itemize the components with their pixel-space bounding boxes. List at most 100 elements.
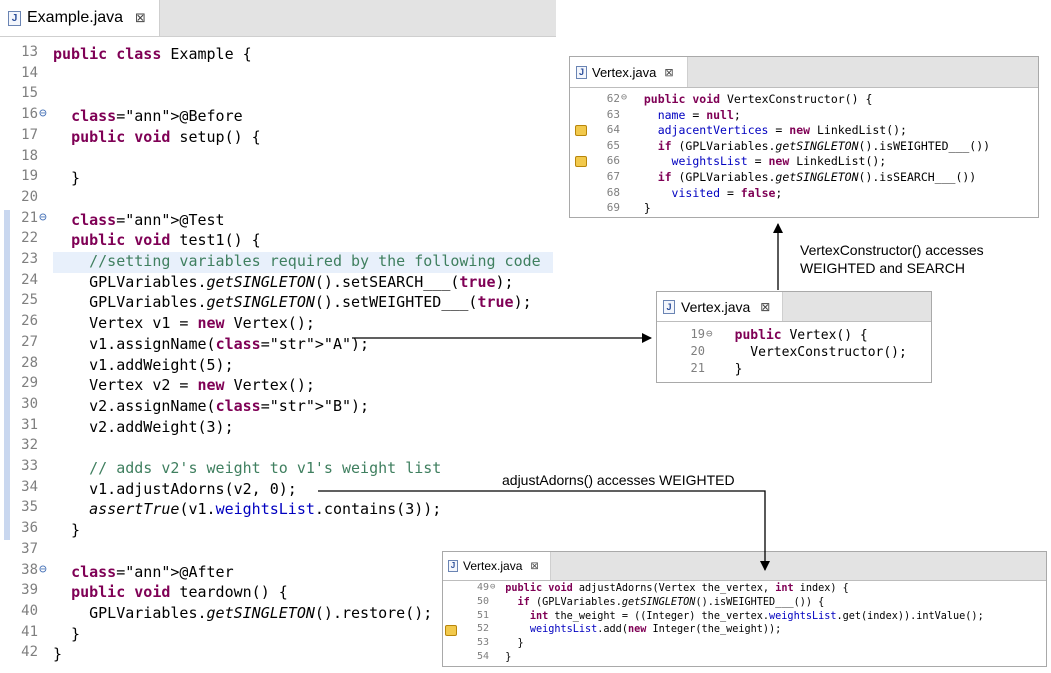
- code-line: v1.adjustAdorns(v2, 0);: [53, 479, 297, 498]
- line-number: 21: [21, 209, 38, 226]
- java-file-icon: J: [8, 10, 21, 26]
- line-number: 53: [476, 637, 489, 649]
- close-icon[interactable]: ⊠: [664, 65, 674, 79]
- line-number: 32: [21, 437, 38, 454]
- tab-label: Example.java: [27, 9, 124, 26]
- line-number: 22: [21, 230, 38, 247]
- line-number: 21: [690, 361, 705, 375]
- code-line: //setting variables required by the foll…: [53, 252, 541, 270]
- line-number: 24: [21, 271, 38, 288]
- line-number: 52: [476, 623, 489, 635]
- line-number: 37: [21, 540, 38, 557]
- code-line: v2.addWeight(3);: [53, 417, 234, 436]
- fold-toggle-icon[interactable]: ⊖: [621, 92, 628, 103]
- java-file-icon: J: [663, 299, 675, 314]
- warning-icon[interactable]: [575, 156, 587, 168]
- line-number: 68: [606, 185, 620, 199]
- popup-tabbar: J Vertex.java ⊠: [570, 57, 1038, 88]
- popup-tabbar: J Vertex.java ⊠: [657, 292, 931, 322]
- code-line: }: [719, 362, 743, 377]
- warning-icon[interactable]: [575, 125, 587, 137]
- code-line: Vertex v2 = new Vertex();: [53, 376, 315, 395]
- line-number: 20: [690, 344, 705, 358]
- tab-label: Vertex.java: [681, 298, 751, 315]
- code-line: }: [53, 645, 63, 664]
- code-line: weightsList = new LinkedList();: [671, 154, 887, 169]
- line-number: 42: [21, 644, 38, 661]
- line-number: 16: [21, 106, 38, 123]
- fold-toggle-icon[interactable]: ⊖: [706, 327, 713, 340]
- code-line: public void teardown() {: [71, 583, 288, 602]
- code-line: GPLVariables.getSINGLETON().setWEIGHTED_…: [53, 293, 532, 312]
- fold-toggle-icon[interactable]: ⊖: [39, 561, 47, 577]
- code-line: if (GPLVariables.getSINGLETON().isWEIGHT…: [657, 138, 991, 153]
- code-line: class="ann">@After: [71, 562, 234, 581]
- code-line: public Vertex() {: [734, 328, 868, 343]
- line-number: 66: [606, 154, 620, 168]
- code-line: }: [53, 521, 81, 540]
- line-number: 35: [21, 499, 38, 516]
- line-number: 31: [21, 416, 38, 433]
- code-line: v1.addWeight(5);: [53, 355, 234, 374]
- code-line: }: [493, 638, 524, 650]
- code-line: }: [53, 624, 81, 643]
- line-number: 18: [21, 147, 38, 164]
- code-line: }: [53, 169, 81, 188]
- adjust-note: adjustAdorns() accesses WEIGHTED: [502, 472, 735, 488]
- code-line: v1.assignName(class="str">"A");: [53, 334, 370, 353]
- line-number: 51: [476, 609, 489, 621]
- line-number: 19: [690, 327, 705, 341]
- close-icon[interactable]: ⊠: [760, 299, 771, 314]
- line-number: 39: [21, 582, 38, 599]
- tab-example-java[interactable]: J Example.java ⊠: [0, 0, 160, 36]
- vertex-popup: J Vertex.java ⊠ 19⊖ public Vertex() {20 …: [656, 291, 932, 383]
- line-number: 20: [21, 188, 38, 205]
- line-number: 15: [21, 85, 38, 102]
- code-line: int the_weight = ((Integer) the_vertex.w…: [529, 610, 984, 622]
- line-number: 23: [21, 251, 38, 267]
- line-number: 38: [21, 561, 38, 578]
- warning-icon[interactable]: [445, 625, 457, 637]
- line-number: 63: [606, 107, 620, 121]
- vertex-constructor-popup: J Vertex.java ⊠ 62⊖ public void VertexCo…: [569, 56, 1039, 218]
- line-number: 65: [606, 138, 620, 152]
- constructor-note-line-1: VertexConstructor() accesses: [800, 242, 984, 258]
- change-ruler: [4, 210, 10, 540]
- code-line: // adds v2's weight to v1's weight list: [53, 459, 442, 477]
- tab-vertex-java[interactable]: J Vertex.java ⊠: [657, 292, 783, 321]
- line-number: 19: [21, 168, 38, 185]
- line-number: 41: [21, 623, 38, 640]
- line-number: 50: [476, 595, 489, 607]
- adjust-adorns-popup: J Vertex.java ⊠ 49⊖ public void adjustAd…: [442, 551, 1047, 667]
- code-line: public void adjustAdorns(Vertex the_vert…: [505, 583, 849, 594]
- code-line: public void VertexConstructor() {: [643, 92, 873, 106]
- line-number: 27: [21, 333, 38, 350]
- code-line: }: [630, 201, 651, 216]
- close-icon[interactable]: ⊠: [530, 560, 539, 572]
- code-line: if (GPLVariables.getSINGLETON().isSEARCH…: [657, 170, 977, 184]
- close-icon[interactable]: ⊠: [135, 10, 146, 26]
- tab-vertex-java[interactable]: J Vertex.java ⊠: [570, 57, 688, 87]
- code-line: class="ann">@Before: [71, 107, 243, 126]
- fold-toggle-icon[interactable]: ⊖: [39, 106, 47, 122]
- line-number: 25: [21, 292, 38, 309]
- popup-tabbar: J Vertex.java ⊠: [443, 552, 1046, 581]
- code-line: public void setup() {: [71, 127, 261, 146]
- line-number: 30: [21, 395, 38, 412]
- fold-toggle-icon[interactable]: ⊖: [490, 582, 496, 592]
- line-number: 28: [21, 354, 38, 371]
- code-line: adjacentVertices = new LinkedList();: [657, 123, 907, 138]
- fold-toggle-icon[interactable]: ⊖: [39, 209, 47, 225]
- tab-label: Vertex.java: [463, 559, 523, 573]
- code-line: public class Example {: [53, 45, 252, 63]
- line-number: 36: [21, 520, 38, 537]
- tab-vertex-java[interactable]: J Vertex.java ⊠: [443, 552, 551, 580]
- main-editor-tabbar: J Example.java ⊠: [0, 0, 556, 37]
- code-line: if (GPLVariables.getSINGLETON().isWEIGHT…: [517, 596, 825, 608]
- code-line: weightsList.add(new Integer(the_weight))…: [529, 624, 782, 636]
- line-number: 34: [21, 478, 38, 495]
- line-number: 54: [476, 651, 489, 662]
- line-number: 33: [21, 458, 38, 474]
- tab-label: Vertex.java: [592, 64, 657, 80]
